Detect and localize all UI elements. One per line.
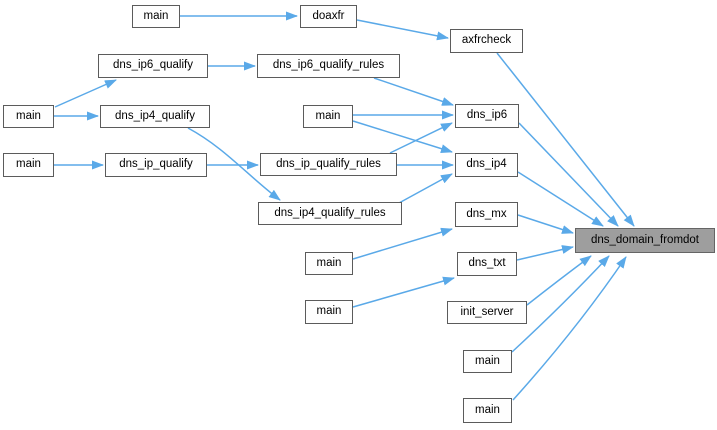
graph-node-dns_ip6[interactable]: dns_ip6 [455,104,519,128]
graph-node-dns_ip_qualify[interactable]: dns_ip_qualify [105,153,207,177]
node-label: dns_txt [468,257,506,270]
edge-dns_ip6_qualify_rules-to-dns_ip6 [373,77,454,106]
graph-node-main1[interactable]: main [132,5,180,28]
node-label: dns_ip6 [466,109,508,122]
graph-node-dns_ip_qualify_rules[interactable]: dns_ip_qualify_rules [260,153,397,176]
edge-dns_ip4_qualify-to-dns_ip4_qualify_rules [187,127,281,201]
edge-dns_ip4_qualify_rules-to-dns_ip4 [398,173,453,204]
graph-node-main6[interactable]: main [305,300,353,324]
graph-node-doaxfr[interactable]: doaxfr [300,5,357,28]
graph-node-main2[interactable]: main [3,105,54,128]
edge-main2-to-dns_ip6_qualify [54,79,117,108]
node-label: dns_ip6_qualify [113,59,193,72]
edge-dns_mx-to-dns_domain_fromdot [517,214,574,234]
node-label: doaxfr [312,9,345,22]
node-label: dns_mx [466,207,507,220]
edge-dns_txt-to-dns_domain_fromdot [516,245,574,261]
node-label: dns_domain_fromdot [590,233,700,246]
graph-node-main7[interactable]: main [463,350,512,373]
edge-main7-to-dns_domain_fromdot [511,255,610,353]
edge-main3-to-dns_ip4 [352,120,453,154]
node-label: main [475,403,500,416]
graph-node-main8[interactable]: main [463,398,512,423]
graph-node-init_server[interactable]: init_server [447,301,527,324]
node-label: axfrcheck [461,34,512,47]
edge-axfrcheck-to-dns_domain_fromdot [496,52,635,227]
graph-node-axfrcheck[interactable]: axfrcheck [450,29,523,53]
node-label: dns_ip_qualify_rules [276,157,381,170]
edge-dns_ip_qualify_rules-to-dns_ip6 [389,122,453,154]
node-label: main [475,354,500,367]
node-label: main [316,305,342,318]
node-label: dns_ip4_qualify_rules [274,206,386,219]
node-label: main [143,9,169,22]
graph-node-dns_ip6_qualify_rules[interactable]: dns_ip6_qualify_rules [257,54,400,78]
node-label: main [16,158,41,171]
graph-node-main3[interactable]: main [303,105,353,128]
graph-node-dns_ip4_qualify[interactable]: dns_ip4_qualify [100,105,210,128]
graph-node-main4[interactable]: main [3,153,54,177]
node-label: main [315,109,341,122]
graph-node-dns_ip4_qualify_rules[interactable]: dns_ip4_qualify_rules [258,202,402,225]
edge-main8-to-dns_domain_fromdot [512,256,627,401]
edge-dns_ip6-to-dns_domain_fromdot [518,122,619,227]
graph-node-dns_domain_fromdot: dns_domain_fromdot [575,228,715,253]
graph-node-dns_mx[interactable]: dns_mx [455,202,518,227]
edge-init_server-to-dns_domain_fromdot [526,255,592,306]
node-label: dns_ip4_qualify [115,109,195,122]
graph-node-dns_txt[interactable]: dns_txt [457,252,517,276]
node-label: main [316,256,342,269]
node-label: main [16,109,41,122]
graph-node-dns_ip4[interactable]: dns_ip4 [455,153,518,177]
node-label: dns_ip4 [466,158,507,171]
node-label: dns_ip6_qualify_rules [272,59,385,72]
edge-main5-to-dns_mx [352,227,453,260]
node-label: init_server [460,305,514,318]
edge-dns_ip4-to-dns_domain_fromdot [517,171,604,227]
node-label: dns_ip_qualify [119,158,193,171]
edge-doaxfr-to-axfrcheck [356,19,449,41]
graph-node-main5[interactable]: main [305,252,353,275]
graph-node-dns_ip6_qualify[interactable]: dns_ip6_qualify [98,54,208,78]
edge-main6-to-dns_txt [352,276,455,308]
